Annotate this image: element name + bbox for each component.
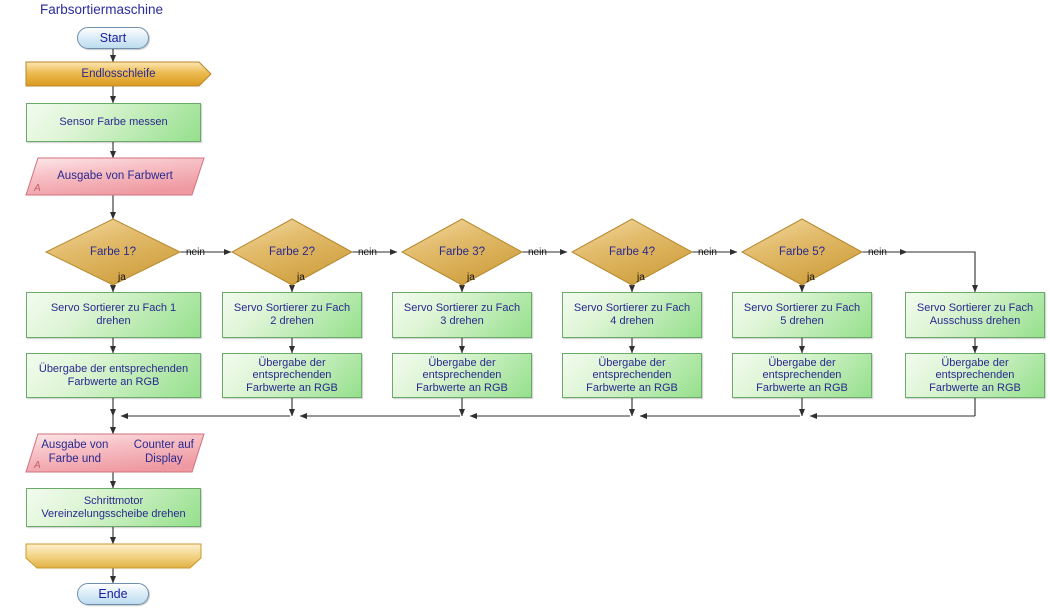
page-title: Farbsortiermaschine bbox=[40, 2, 164, 17]
edge-label-nein-4: nein bbox=[698, 247, 717, 258]
end-terminator[interactable]: Ende bbox=[77, 583, 149, 605]
edge-label-ja-1: ja bbox=[118, 272, 126, 283]
edge-label-nein-3: nein bbox=[528, 247, 547, 258]
edge-label-ja-5: ja bbox=[807, 272, 815, 283]
edge-label-nein-2: nein bbox=[358, 247, 377, 258]
decision-farbe-3-label: Farbe 3? bbox=[438, 246, 486, 258]
edge-label-ja-3: ja bbox=[467, 272, 475, 283]
decision-farbe-4-label: Farbe 4? bbox=[608, 246, 656, 258]
decision-farbe-1[interactable]: Farbe 1? bbox=[46, 219, 180, 285]
decision-farbe-1-label: Farbe 1? bbox=[89, 246, 137, 258]
io-marker-a: A bbox=[34, 183, 41, 194]
process-sensor[interactable]: Sensor Farbe messen bbox=[26, 103, 201, 142]
loop-start-node[interactable]: Endlosschleife bbox=[26, 62, 211, 86]
io-output-farbwert-label: Ausgabe von Farbwert bbox=[57, 169, 173, 182]
decision-farbe-2-label: Farbe 2? bbox=[268, 246, 316, 258]
decision-farbe-3[interactable]: Farbe 3? bbox=[402, 219, 522, 285]
decision-farbe-2[interactable]: Farbe 2? bbox=[232, 219, 352, 285]
edge-label-nein-5: nein bbox=[868, 247, 887, 258]
io-marker-a-display: A bbox=[34, 460, 41, 471]
start-terminator[interactable]: Start bbox=[77, 27, 149, 49]
edge-label-nein-1: nein bbox=[186, 247, 205, 258]
loop-end-node[interactable] bbox=[26, 544, 201, 568]
edge-label-ja-4: ja bbox=[637, 272, 645, 283]
decision-farbe-4[interactable]: Farbe 4? bbox=[572, 219, 692, 285]
loop-start-label: Endlosschleife bbox=[81, 68, 156, 80]
io-output-farbwert[interactable]: Ausgabe von Farbwert A bbox=[26, 158, 204, 195]
decision-farbe-5[interactable]: Farbe 5? bbox=[742, 219, 862, 285]
edge-label-ja-2: ja bbox=[297, 272, 305, 283]
decision-farbe-5-label: Farbe 5? bbox=[778, 246, 826, 258]
loop-end-label bbox=[26, 544, 201, 568]
